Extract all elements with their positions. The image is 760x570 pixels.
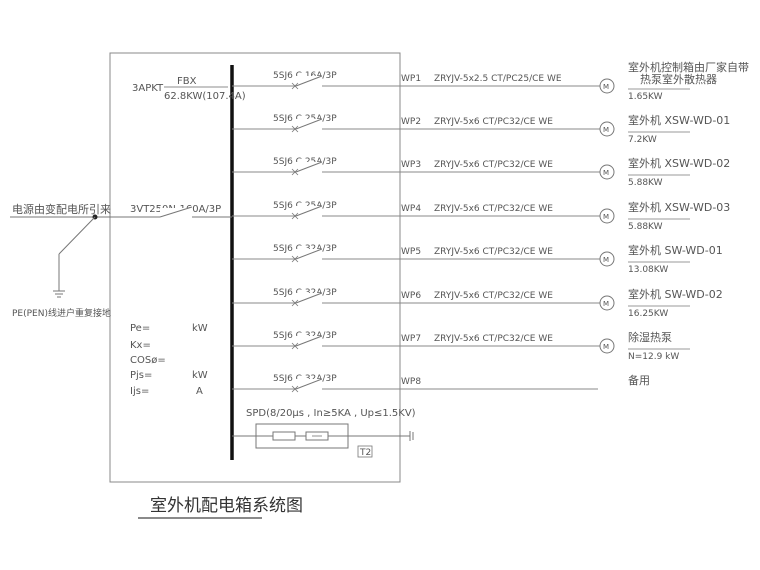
pjs-label: Pjs= — [130, 370, 152, 381]
spd-ground-icon — [409, 431, 414, 441]
breaker-switch — [295, 75, 323, 87]
motor-icon — [599, 164, 615, 180]
motor-icon — [599, 78, 615, 94]
box-id: 3APKT — [132, 83, 164, 94]
motor-symbol: M — [603, 343, 609, 351]
circuit-id: WP3 — [401, 160, 421, 170]
distribution-box-frame — [109, 52, 401, 483]
circuit-id: WP2 — [401, 117, 421, 127]
motor-icon — [599, 251, 615, 267]
spd-enclosure — [255, 423, 349, 449]
circuit-id: WP6 — [401, 291, 421, 301]
load-power: N=12.9 kW — [628, 352, 679, 362]
breaker-cross-mark — [291, 299, 299, 307]
circuit-cable: ZRYJV-5x6 CT/PC32/CE WE — [434, 117, 553, 127]
breaker-cross-mark — [291, 212, 299, 220]
breaker-cross-mark — [291, 168, 299, 176]
circuit-id: WP8 — [401, 377, 421, 387]
load-calculation: Pe= kW Kx= COSø= Pjs= kW Ijs= A — [130, 323, 208, 397]
ground-label: PE(PEN)线进户重复接地 — [12, 307, 111, 319]
spd-fuse-icon — [272, 431, 296, 441]
load-power: 1.65KW — [628, 92, 663, 102]
circuit-id: WP5 — [401, 247, 421, 257]
circuit-id: WP7 — [401, 334, 421, 344]
box-load: 62.8KW(107.4A) — [164, 91, 246, 102]
spd-class-label: T2 — [359, 448, 371, 458]
load-name: 室外机 SW-WD-01 — [628, 243, 723, 257]
box-model: FBX — [177, 76, 197, 87]
load-power: 5.88KW — [628, 222, 663, 232]
circuit-cable: ZRYJV-5x6 CT/PC32/CE WE — [434, 334, 553, 344]
motor-symbol: M — [603, 169, 609, 177]
breaker-cross-mark — [291, 255, 299, 263]
breaker-switch — [295, 205, 323, 217]
motor-icon — [599, 338, 615, 354]
kx-label: Kx= — [130, 340, 151, 351]
circuit-cable: ZRYJV-5x2.5 CT/PC25/CE WE — [434, 74, 562, 84]
pe-unit: kW — [192, 323, 208, 334]
incoming-label: 电源由变配电所引来 — [12, 202, 111, 216]
motor-symbol: M — [603, 213, 609, 221]
pe-label: Pe= — [130, 323, 150, 334]
motor-icon — [599, 121, 615, 137]
motor-symbol: M — [603, 300, 609, 308]
ground-lead-diagonal — [58, 216, 96, 255]
branch-circuits: 5SJ6 C 16A/3PWP1ZRYJV-5x2.5 CT/PC25/CE W… — [232, 60, 749, 393]
load-power: 13.08KW — [628, 265, 668, 275]
circuit-cable: ZRYJV-5x6 CT/PC32/CE WE — [434, 247, 553, 257]
load-power: 16.25KW — [628, 309, 668, 319]
breaker-switch — [295, 378, 323, 390]
incoming-breaker-switch — [159, 206, 193, 220]
motor-symbol: M — [603, 83, 609, 91]
pjs-unit: kW — [192, 370, 208, 381]
load-name: 室外机 XSW-WD-02 — [628, 156, 730, 170]
breaker-cross-mark — [291, 342, 299, 350]
load-name: 室外机 XSW-WD-03 — [628, 200, 730, 214]
motor-icon — [599, 295, 615, 311]
load-name: 除湿热泵 — [628, 330, 672, 344]
diagram-title: 室外机配电箱系统图 — [150, 496, 303, 516]
ground-icon — [53, 290, 65, 298]
motor-icon — [599, 208, 615, 224]
breaker-switch — [295, 248, 323, 260]
breaker-switch — [295, 118, 323, 130]
load-power: 7.2KW — [628, 135, 657, 145]
breaker-switch — [295, 161, 323, 173]
load-name: 室外机 XSW-WD-01 — [628, 113, 730, 127]
motor-symbol: M — [603, 126, 609, 134]
load-name: 室外机控制箱由厂家自带 — [628, 60, 749, 74]
load-name-line2: 热泵室外散热器 — [640, 72, 717, 86]
circuit-id: WP4 — [401, 204, 421, 214]
load-name: 备用 — [628, 373, 650, 387]
breaker-switch — [295, 292, 323, 304]
spd-label: SPD(8/20μs , In≥5KA , Up≤1.5KV) — [246, 408, 416, 419]
load-name: 室外机 SW-WD-02 — [628, 287, 723, 301]
ijs-label: Ijs= — [130, 386, 149, 397]
cos-label: COSø= — [130, 355, 166, 366]
breaker-cross-mark — [291, 385, 299, 393]
load-power: 5.88KW — [628, 178, 663, 188]
breaker-cross-mark — [291, 125, 299, 133]
circuit-cable: ZRYJV-5x6 CT/PC32/CE WE — [434, 204, 553, 214]
circuit-cable: ZRYJV-5x6 CT/PC32/CE WE — [434, 291, 553, 301]
circuit-id: WP1 — [401, 74, 421, 84]
breaker-switch — [295, 335, 323, 347]
spd-class-box — [357, 445, 373, 458]
breaker-cross-mark — [291, 82, 299, 90]
circuit-cable: ZRYJV-5x6 CT/PC32/CE WE — [434, 160, 553, 170]
motor-symbol: M — [603, 256, 609, 264]
ijs-unit: A — [196, 386, 203, 397]
